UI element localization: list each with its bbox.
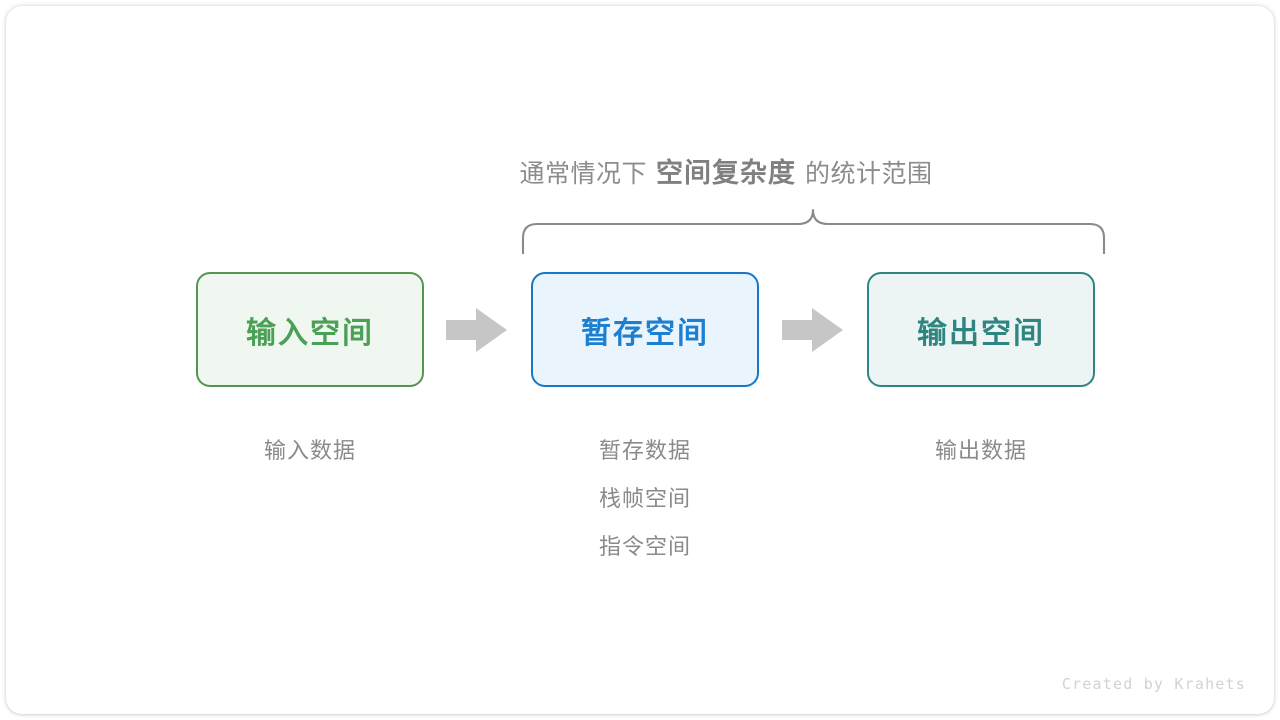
space-box-input[interactable]: 输入空间 <box>196 272 424 387</box>
caption-item: 栈帧空间 <box>598 486 691 511</box>
caption-suffix: 的统计范围 <box>805 160 933 188</box>
scope-caption: 通常情况下空间复杂度的统计范围 <box>6 155 1274 192</box>
space-box-output-label: 输出空间 <box>917 316 1045 350</box>
caption-emphasis: 空间复杂度 <box>656 158 796 188</box>
diagram-card: 通常情况下空间复杂度的统计范围 输入空间 暂存空间 输出空间 输入数据 暂存数据… <box>6 6 1274 714</box>
space-box-temp[interactable]: 暂存空间 <box>531 272 759 387</box>
scope-brace-icon <box>521 208 1106 254</box>
caption-item: 指令空间 <box>598 534 691 559</box>
caption-item: 输入数据 <box>263 438 356 463</box>
caption-prefix: 通常情况下 <box>519 160 647 188</box>
flow-arrow-icon-2 <box>782 308 843 352</box>
captions-temp: 暂存数据 栈帧空间 指令空间 <box>531 427 759 571</box>
flow-arrow-icon-1 <box>446 308 507 352</box>
captions-output: 输出数据 <box>867 427 1095 475</box>
caption-item: 暂存数据 <box>598 438 691 463</box>
caption-item: 输出数据 <box>934 438 1027 463</box>
space-box-temp-label: 暂存空间 <box>581 316 709 350</box>
space-box-input-label: 输入空间 <box>246 316 374 350</box>
space-box-output[interactable]: 输出空间 <box>867 272 1095 387</box>
captions-input: 输入数据 <box>196 427 424 475</box>
watermark: Created by Krahets <box>1061 675 1246 693</box>
